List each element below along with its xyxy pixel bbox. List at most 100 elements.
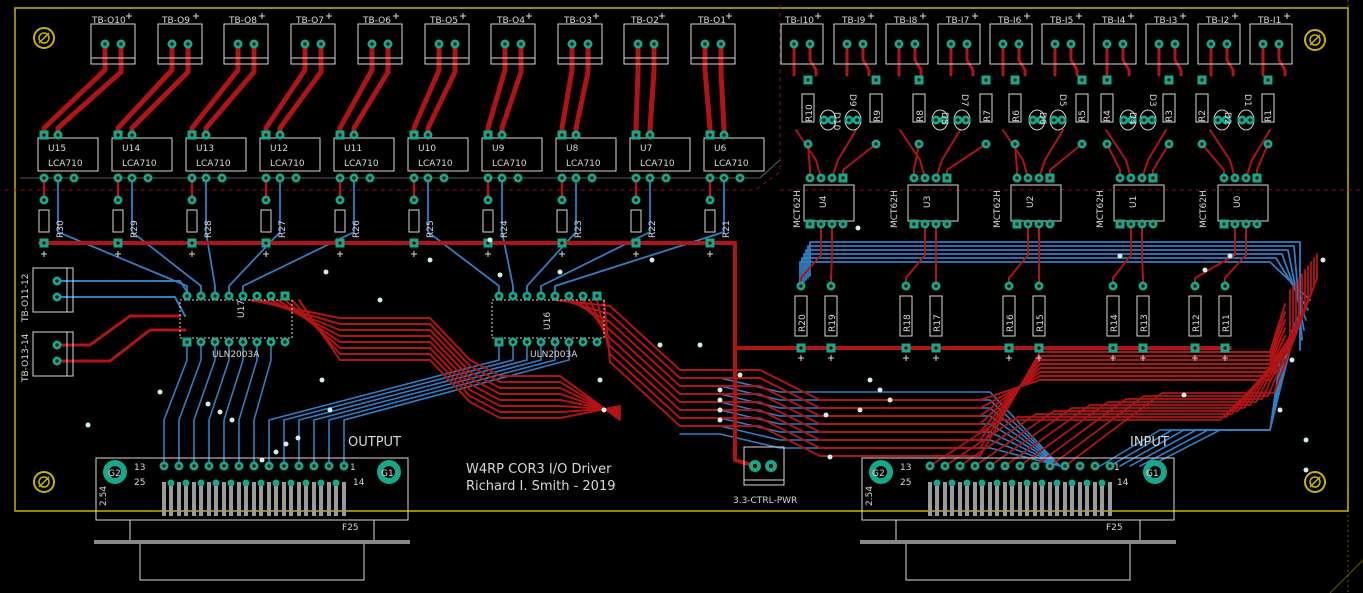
resistor-outline <box>334 209 346 233</box>
terminal-block <box>557 23 603 65</box>
output-db25-pin <box>197 479 205 487</box>
resistor-pad-hole <box>1266 78 1270 82</box>
plus-mark <box>411 251 417 257</box>
driver-trace <box>242 177 355 297</box>
opto-pad-hole <box>1118 176 1122 180</box>
driver-pad-hole <box>567 340 571 344</box>
input-terminal-pad-hole <box>897 42 901 46</box>
resistor-pad-hole <box>1013 142 1017 146</box>
input-db25-lead <box>950 486 954 516</box>
via <box>229 417 235 423</box>
input-db25-pin <box>963 479 971 487</box>
driver-ref-u16: U16 <box>543 312 553 330</box>
resistor-label-r3: R3 <box>1165 110 1175 122</box>
resistor-pad-hole <box>806 142 810 146</box>
input-fan-trace <box>1004 269 1306 467</box>
input-db25-lead <box>1063 482 1067 516</box>
plus-mark <box>1222 355 1228 361</box>
opto-feed <box>935 129 961 179</box>
resistor-outline <box>1162 93 1176 123</box>
input-terminal-pad-hole <box>913 42 917 46</box>
opto-feed <box>899 129 926 179</box>
relay-part-u10: LCA710 <box>418 159 453 169</box>
resistor-pad-hole <box>917 78 921 82</box>
via <box>823 412 829 418</box>
driver-trace <box>501 177 514 297</box>
relay-part-u12: LCA710 <box>270 159 305 169</box>
input-db25-pin <box>1023 479 1031 487</box>
plus-mark <box>126 13 132 19</box>
out-conn-footprint: F25 <box>342 523 359 533</box>
plus-mark <box>1024 13 1030 19</box>
resistor-outline <box>794 295 808 337</box>
relay-outline <box>703 137 765 172</box>
terminal-pad-hole <box>319 42 323 46</box>
opto-pad-hole <box>1222 222 1226 226</box>
input-terminal-pad-hole <box>1261 42 1265 46</box>
resistor-pad-hole <box>904 346 908 350</box>
fan-trace-left <box>277 299 621 413</box>
terminal-pad-hole <box>170 42 174 46</box>
input-terminal-block <box>833 23 877 65</box>
output-db25-lead <box>252 482 256 516</box>
relay-pad-hole <box>412 133 416 137</box>
driver-pad-hole <box>185 294 189 298</box>
input-terminal-pad-hole <box>1157 42 1161 46</box>
driver-trace <box>540 177 651 297</box>
resistor-outline <box>112 209 124 233</box>
input-db25-lead <box>1048 482 1052 516</box>
opto-pad-hole <box>1244 222 1248 226</box>
resistor-pad-hole <box>1105 142 1109 146</box>
input-db25-pin-hole <box>1003 464 1007 468</box>
diode-label-d3: D3 <box>1147 94 1157 107</box>
via <box>855 225 861 231</box>
resistor-label-r29: R29 <box>130 220 140 238</box>
output-db25-lead <box>282 482 286 516</box>
plus-mark <box>559 251 565 257</box>
resistor-pad-hole <box>1007 284 1011 288</box>
output-db25-pin <box>332 479 340 487</box>
resistor-pad-hole <box>934 284 938 288</box>
resistor-pad-hole <box>806 78 810 82</box>
opto-pad-hole <box>945 222 949 226</box>
opto-pad-hole <box>830 176 834 180</box>
opto-ref-u0: U0 <box>1233 195 1243 208</box>
via <box>1303 467 1309 473</box>
opto-pad-hole <box>1255 222 1259 226</box>
opto-pad-hole <box>1037 222 1041 226</box>
output-db25-lead <box>169 486 173 516</box>
via <box>487 237 493 243</box>
driver-pad-hole <box>213 294 217 298</box>
diode-pad-hole <box>1122 118 1126 122</box>
resistor-label-r24: R24 <box>500 220 510 238</box>
opto-pad-hole <box>1015 222 1019 226</box>
relay-pad-hole <box>426 176 430 180</box>
diode-label-d8: D8 <box>939 112 949 125</box>
opto-part-u2: MCT62H <box>993 190 1003 228</box>
input-terminal-pad-hole <box>1105 42 1109 46</box>
relay-ref-u10: U10 <box>418 144 436 154</box>
resistor-pad-hole <box>486 198 490 202</box>
driver-pad-hole <box>581 294 585 298</box>
output-db25-lead <box>267 482 271 516</box>
terminal-label-tb-i1: TB-I1 <box>1257 16 1281 26</box>
in-conn-pin1: 1 <box>1114 463 1120 473</box>
resistor-label-r2: R2 <box>1198 110 1208 122</box>
relay-pad-hole <box>130 176 134 180</box>
relay-outline <box>629 137 691 172</box>
resistor-pad-hole <box>42 241 46 245</box>
power-connector <box>743 446 785 486</box>
relay-pad-hole <box>486 176 490 180</box>
resistor-outline <box>1008 93 1022 123</box>
resistor-pad-hole <box>190 241 194 245</box>
side-terminal-pad-hole <box>55 359 59 363</box>
diode-pad-hole <box>1216 118 1220 122</box>
input-db25-lead <box>988 482 992 516</box>
resistor-pad-hole <box>1111 346 1115 350</box>
input-terminal-block <box>1093 23 1137 65</box>
opto-pad-hole <box>1140 222 1144 226</box>
resistor-label-r9: R9 <box>873 110 883 122</box>
output-db25-lead <box>274 486 278 516</box>
via <box>427 257 433 263</box>
output-db25-pin-hole <box>237 464 241 468</box>
